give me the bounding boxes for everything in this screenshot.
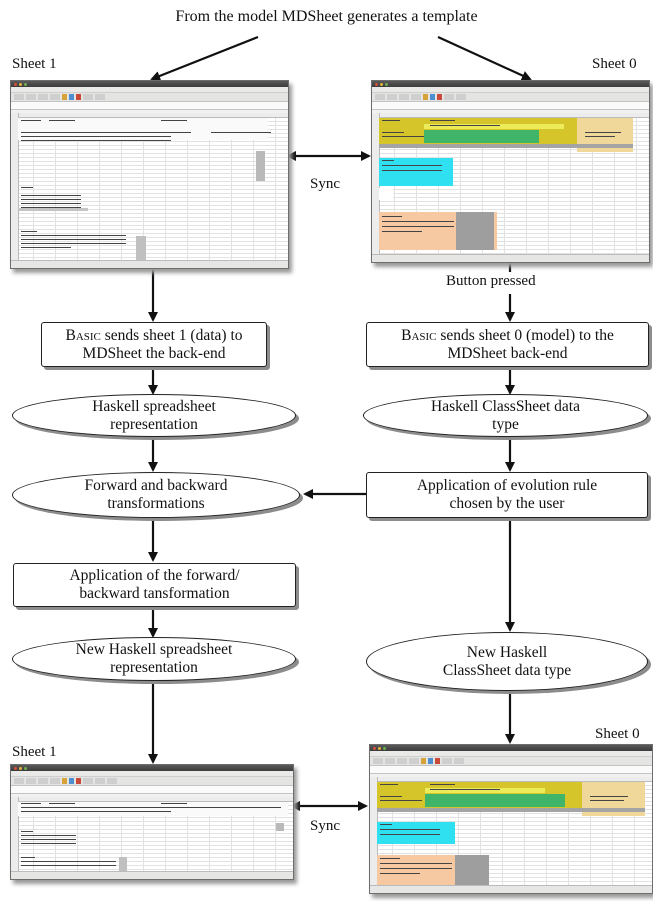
sheet0-new-thumbnail	[369, 744, 653, 894]
forward-backward-node: Forward and backward transformations	[12, 472, 300, 518]
new-right-line2: ClassSheet data type	[442, 661, 572, 679]
sync-top-label: Sync	[310, 176, 340, 192]
sheet1-bottom-label: Sheet 1	[12, 744, 57, 760]
app-line2: backward tansformation	[79, 585, 230, 602]
basic-right-text: sends sheet 0 (model) to the	[436, 326, 614, 344]
basic-keyword-right: Basic	[401, 326, 437, 344]
basic-left-line2: MDSheet the back-end	[82, 344, 226, 362]
sync-bottom-label: Sync	[310, 818, 340, 834]
evo-line1: Application of evolution rule	[416, 477, 598, 494]
basic-sends-sheet0-node: Basic sends sheet 0 (model) to the MDShe…	[366, 322, 649, 367]
arrow-template-to-sheet0	[437, 35, 532, 81]
arrow-template-to-sheet1	[150, 35, 259, 81]
new-left-line1: New Haskell spreadsheet	[75, 641, 233, 658]
basic-right-line2: MDSheet back-end	[447, 344, 568, 362]
fb-line1: Forward and backward	[84, 477, 228, 494]
new-haskell-spreadsheet-node: New Haskell spreadsheet representation	[12, 637, 296, 681]
evolution-rule-node: Application of evolution rule chosen by …	[366, 472, 648, 518]
application-transformation-node: Application of the forward/ backward tan…	[13, 563, 296, 607]
new-right-line1: New Haskell	[466, 643, 548, 661]
top-label: From the model MDSheet generates a templ…	[175, 8, 478, 25]
app-line1: Application of the forward/	[69, 567, 240, 584]
evo-line2: chosen by the user	[449, 495, 565, 512]
sheet1-top-label: Sheet 1	[12, 56, 57, 72]
sheet0-model-thumbnail	[371, 80, 650, 263]
haskell-left-line2: representation	[110, 415, 198, 433]
button-pressed-label: Button pressed	[446, 273, 536, 289]
fb-line2: transformations	[107, 495, 205, 512]
new-haskell-classsheet-node: New Haskell ClassSheet data type	[366, 632, 648, 691]
haskell-right-line1: Haskell ClassSheet data	[431, 397, 580, 415]
sheet0-top-label: Sheet 0	[592, 56, 637, 72]
basic-sends-sheet1-node: Basic sends sheet 1 (data) to MDSheet th…	[41, 322, 267, 367]
sheet0-bottom-label: Sheet 0	[595, 726, 640, 742]
new-left-line2: representation	[110, 659, 198, 676]
basic-keyword: Basic	[65, 326, 101, 344]
haskell-right-line2: type	[492, 415, 519, 433]
haskell-spreadsheet-node: Haskell spreadsheet representation	[12, 394, 296, 437]
haskell-left-line1: Haskell spreadsheet	[92, 397, 216, 415]
haskell-classsheet-node: Haskell ClassSheet data type	[363, 394, 648, 437]
sheet1-new-thumbnail	[10, 764, 294, 880]
basic-left-text: sends sheet 1 (data) to	[100, 326, 243, 344]
sheet1-data-thumbnail	[10, 80, 289, 269]
